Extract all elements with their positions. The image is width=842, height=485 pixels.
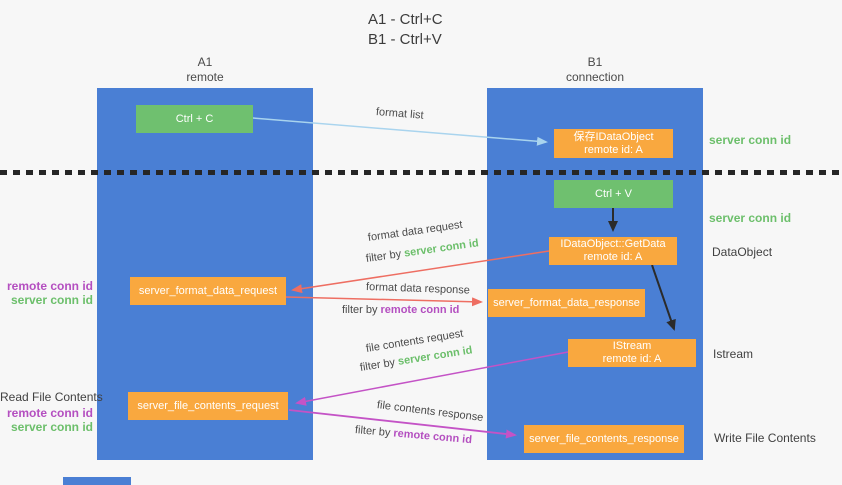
node-ctrl-v-label: Ctrl + V bbox=[595, 187, 632, 200]
title-line-2: B1 - Ctrl+V bbox=[368, 31, 442, 48]
node-ctrl-c-label: Ctrl + C bbox=[175, 112, 214, 125]
node-server-format-data-response: server_format_data_response bbox=[488, 289, 645, 317]
annotation-read-file-contents: Read File Contents bbox=[0, 390, 103, 404]
annotation-server-conn-id: server conn id bbox=[709, 211, 792, 225]
left-panel-name: A1 bbox=[197, 55, 213, 69]
node-server-format-data-request-label: server_format_data_request bbox=[138, 284, 278, 297]
node-server-format-data-response-label: server_format_data_response bbox=[493, 296, 640, 309]
filter-key-remote-conn-id: remote conn id bbox=[380, 304, 460, 316]
label-file-contents-response: file contents response bbox=[376, 399, 484, 424]
label-format-list: format list bbox=[375, 106, 425, 122]
annotation-dataobject: DataObject bbox=[712, 245, 773, 259]
node-save-idataobject-line1: 保存IDataObject bbox=[573, 130, 654, 143]
right-panel-subtitle: connection bbox=[565, 70, 625, 84]
diagram-title: A1 - Ctrl+C B1 - Ctrl+V bbox=[368, 10, 443, 50]
node-istream-line2: remote id: A bbox=[602, 353, 662, 365]
node-server-file-contents-response: server_file_contents_response bbox=[524, 425, 684, 453]
label-format-data-response-filter: filter by remote conn id bbox=[342, 304, 459, 316]
title-line-1: A1 - Ctrl+C bbox=[368, 11, 443, 28]
bottom-edge-artifact bbox=[63, 477, 131, 485]
node-ctrl-v: Ctrl + V bbox=[554, 180, 673, 208]
node-server-file-contents-request-label: server_file_contents_request bbox=[137, 399, 279, 412]
arrow-format-data-response bbox=[285, 296, 483, 307]
filter-key-server-conn-id: server conn id bbox=[403, 237, 480, 260]
node-server-file-contents-request: server_file_contents_request bbox=[128, 392, 288, 420]
annotation-istream: Istream bbox=[713, 347, 754, 361]
annotation-server-conn-id: server conn id bbox=[10, 420, 93, 434]
node-istream: IStream remote id: A bbox=[568, 339, 696, 367]
label-file-contents-response-filter: filter by remote conn id bbox=[354, 424, 472, 446]
node-idataobject-getdata-line1: IDataObject::GetData bbox=[560, 238, 666, 250]
left-panel-subtitle: remote bbox=[186, 70, 224, 84]
filter-by-text: filter by bbox=[354, 424, 391, 440]
node-idataobject-getdata: IDataObject::GetData remote id: A bbox=[549, 237, 677, 265]
filter-by-text: filter by bbox=[365, 248, 402, 265]
node-istream-line1: IStream bbox=[612, 340, 652, 352]
node-ctrl-c: Ctrl + C bbox=[136, 105, 253, 133]
node-save-idataobject: 保存IDataObject remote id: A bbox=[554, 129, 673, 158]
annotation-server-conn-id: server conn id bbox=[10, 293, 93, 307]
right-panel-name: B1 bbox=[587, 55, 603, 69]
annotation-remote-conn-id: remote conn id bbox=[6, 279, 93, 293]
node-idataobject-getdata-line2: remote id: A bbox=[583, 251, 643, 263]
filter-key-remote-conn-id: remote conn id bbox=[392, 427, 473, 447]
dashed-separator-line bbox=[0, 170, 842, 175]
node-save-idataobject-line2: remote id: A bbox=[584, 143, 643, 156]
annotation-server-conn-id: server conn id bbox=[709, 133, 792, 147]
annotation-remote-conn-id: remote conn id bbox=[6, 406, 93, 420]
filter-by-text: filter by bbox=[342, 304, 378, 316]
node-server-format-data-request: server_format_data_request bbox=[130, 277, 286, 305]
label-format-data-response: format data response bbox=[365, 281, 471, 297]
left-panel-header: A1 remote bbox=[97, 55, 313, 85]
node-server-file-contents-response-label: server_file_contents_response bbox=[529, 432, 679, 445]
right-panel-header: B1 connection bbox=[487, 55, 703, 85]
filter-by-text: filter by bbox=[359, 356, 396, 374]
annotation-write-file-contents: Write File Contents bbox=[714, 431, 816, 445]
